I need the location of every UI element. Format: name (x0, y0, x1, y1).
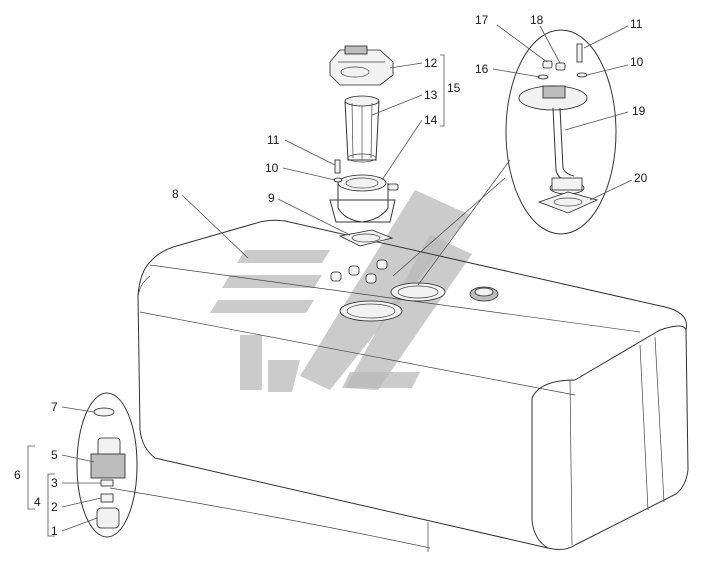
fuel-tank-body (109, 219, 689, 552)
pump-housing (329, 174, 399, 223)
callout-7: 7 (51, 400, 58, 414)
callout-10: 10 (265, 161, 279, 175)
callout-11: 11 (267, 133, 280, 147)
grouping-brackets (27, 54, 445, 537)
washer (333, 177, 343, 183)
callout-8: 8 (172, 187, 179, 201)
callout-9: 9 (268, 191, 275, 205)
callout-5: 5 (51, 448, 58, 462)
callout-15: 15 (447, 81, 461, 95)
level-sender-inset (505, 29, 617, 235)
callout-19: 19 (632, 104, 646, 118)
callout-2: 2 (51, 500, 58, 514)
drain-nut (100, 493, 114, 503)
callout-14: 14 (424, 113, 438, 127)
callout-16: 16 (475, 62, 489, 76)
small-bosses (330, 259, 388, 284)
bolt (334, 159, 341, 174)
callout-6: 6 (14, 468, 21, 482)
callout-10-inset: 10 (630, 55, 644, 69)
filler-neck (469, 286, 499, 302)
pump-assembly (329, 45, 399, 247)
drain-seal (93, 407, 115, 417)
watermark-logo (210, 190, 472, 392)
callout-1: 1 (51, 524, 58, 538)
callout-numbers: 1 2 3 4 5 6 7 8 9 10 11 12 13 14 15 16 1… (14, 13, 648, 538)
drain-plug-inset (76, 392, 138, 538)
drain-plug (96, 507, 120, 529)
leader-lines (61, 24, 633, 532)
pump-filter (344, 95, 380, 163)
callout-3: 3 (51, 476, 58, 490)
pump-cover (329, 45, 394, 86)
pump-gasket (338, 229, 394, 247)
callout-20: 20 (634, 171, 648, 185)
callout-17: 17 (475, 13, 489, 27)
drain-washer (100, 479, 114, 487)
callout-4: 4 (34, 495, 41, 509)
callout-12: 12 (424, 56, 438, 70)
drain-fitting (90, 437, 126, 479)
callout-18: 18 (530, 13, 544, 27)
callout-11-inset: 11 (630, 17, 643, 31)
callout-13: 13 (424, 88, 438, 102)
